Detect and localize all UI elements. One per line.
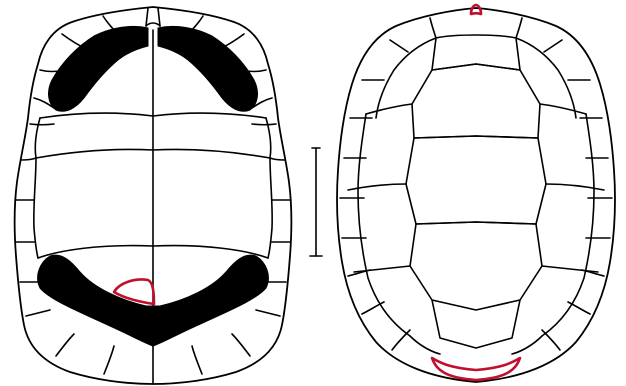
plastron-view [15, 7, 292, 384]
carapace-view [337, 5, 615, 382]
scale-bar [310, 148, 322, 256]
